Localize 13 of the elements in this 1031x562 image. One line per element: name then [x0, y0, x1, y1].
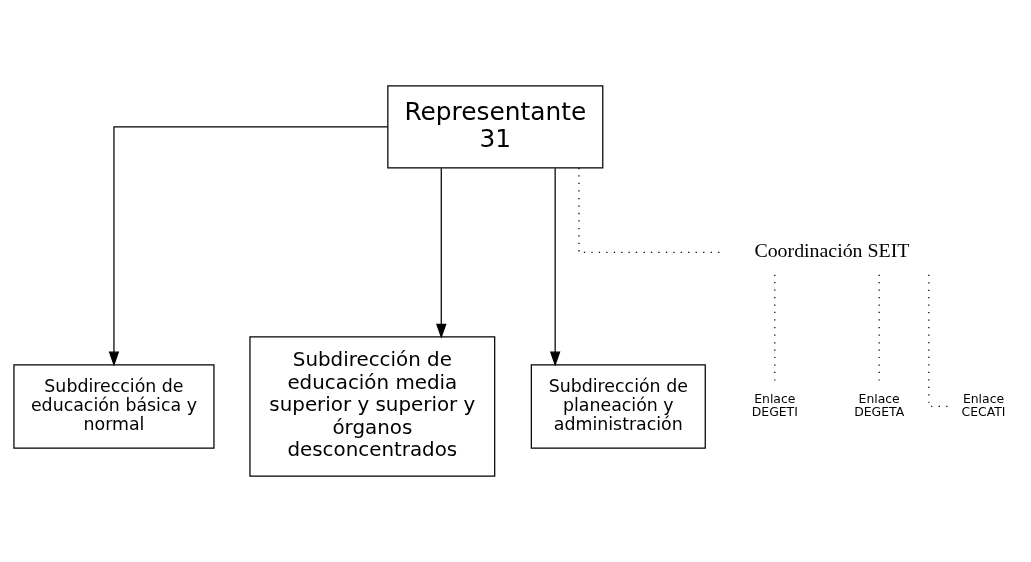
connector	[928, 274, 951, 408]
node-text: Coordinación SEIT	[754, 239, 910, 262]
node-text: Enlace DEGETA	[854, 390, 905, 420]
node-box: Subdirección de planeación y administración	[530, 364, 706, 449]
node-text: Enlace DEGETI	[751, 390, 798, 420]
node-text: Enlace CECATI	[961, 390, 1006, 420]
node-box: Representante 31	[387, 85, 604, 169]
arrow	[108, 126, 389, 367]
node-box: Subdirección de educación básica y normal	[13, 364, 215, 449]
connector	[578, 167, 721, 254]
node-box: Subdirección de educación media superior y superior y órganos desconcentrados	[249, 336, 496, 477]
arrow	[549, 167, 561, 367]
arrow	[436, 167, 447, 339]
